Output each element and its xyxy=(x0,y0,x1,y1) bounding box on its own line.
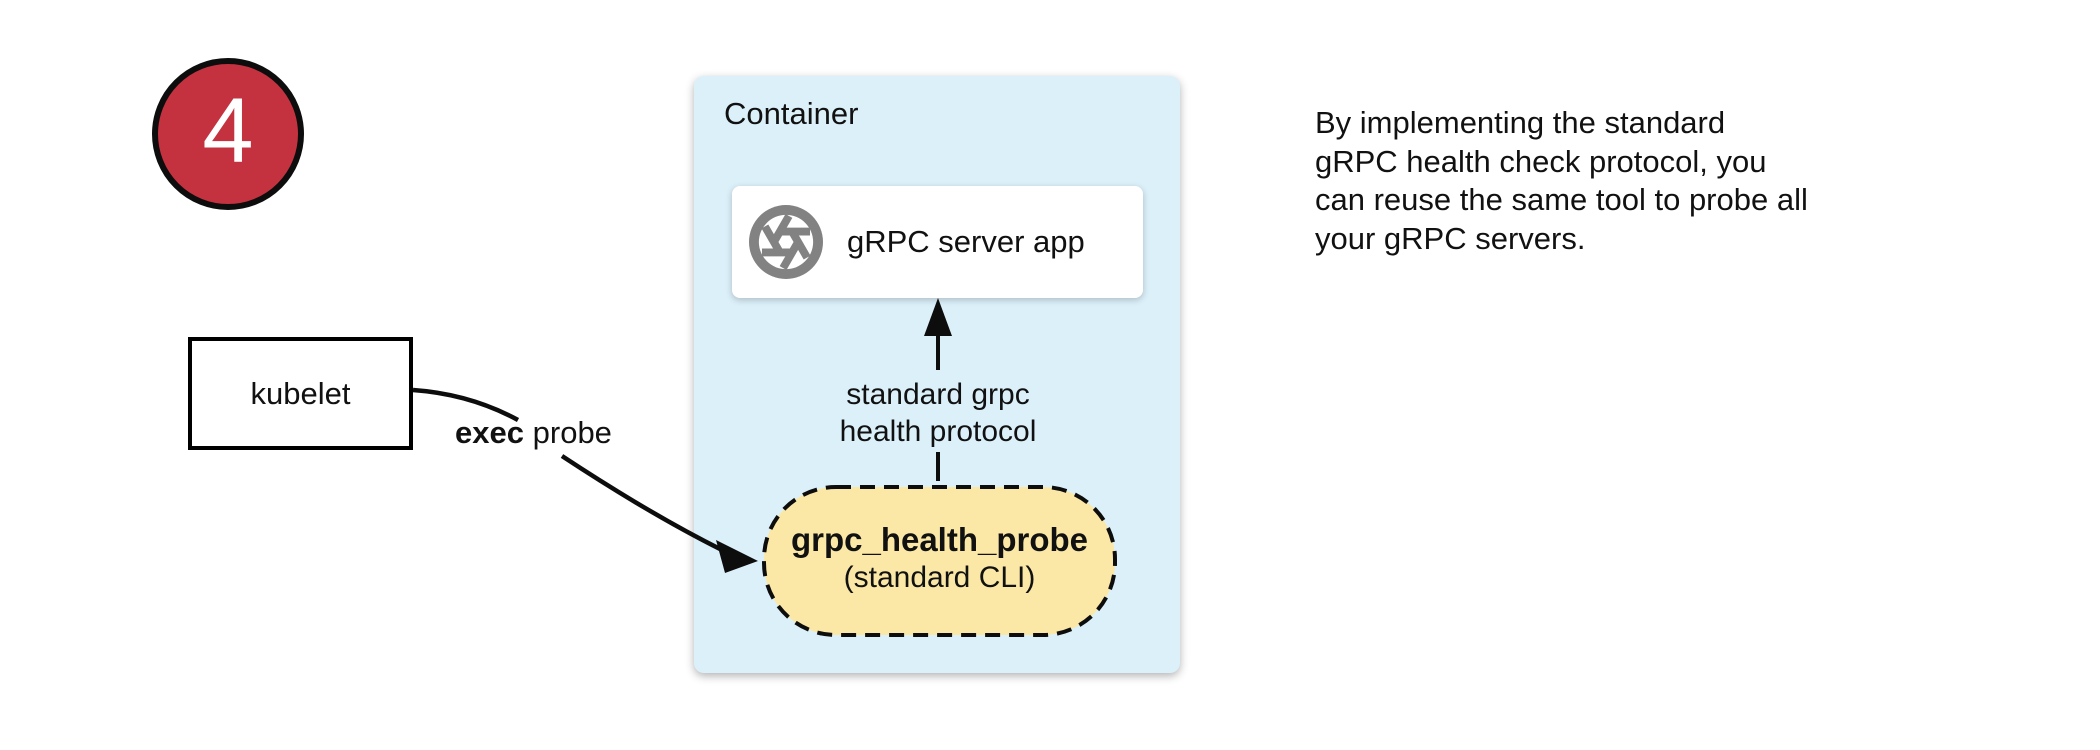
grpc-server-app-node: gRPC server app xyxy=(732,186,1143,298)
caption-line: gRPC health check protocol, you xyxy=(1315,143,1767,179)
grpc-health-probe-name: grpc_health_probe xyxy=(790,520,1089,558)
aperture-icon xyxy=(749,205,823,279)
protocol-edge-label-line1: standard grpc xyxy=(846,378,1030,411)
kubelet-node: kubelet xyxy=(188,337,413,450)
protocol-edge-label: standard grpc health protocol xyxy=(788,376,1088,450)
caption-line: By implementing the standard xyxy=(1315,105,1726,140)
grpc-server-app-label: gRPC server app xyxy=(847,224,1085,259)
protocol-edge-label-line2: health protocol xyxy=(839,415,1037,448)
grpc-health-probe-subtitle: (standard CLI) xyxy=(843,560,1036,594)
caption-line: your gRPC servers. xyxy=(1315,220,1586,256)
step-number: 4 xyxy=(202,80,254,182)
caption-line: can reuse the same tool to probe all xyxy=(1315,182,1808,217)
kubelet-label: kubelet xyxy=(250,375,351,411)
grpc-health-probe-labels: grpc_health_probe (standard CLI) xyxy=(762,482,1117,634)
probe-word: probe xyxy=(532,415,612,450)
caption: By implementing the standard gRPC health… xyxy=(1315,104,1808,258)
container-label: Container xyxy=(724,96,859,131)
exec-keyword: exec xyxy=(455,415,524,450)
step-badge: 4 xyxy=(152,58,304,210)
